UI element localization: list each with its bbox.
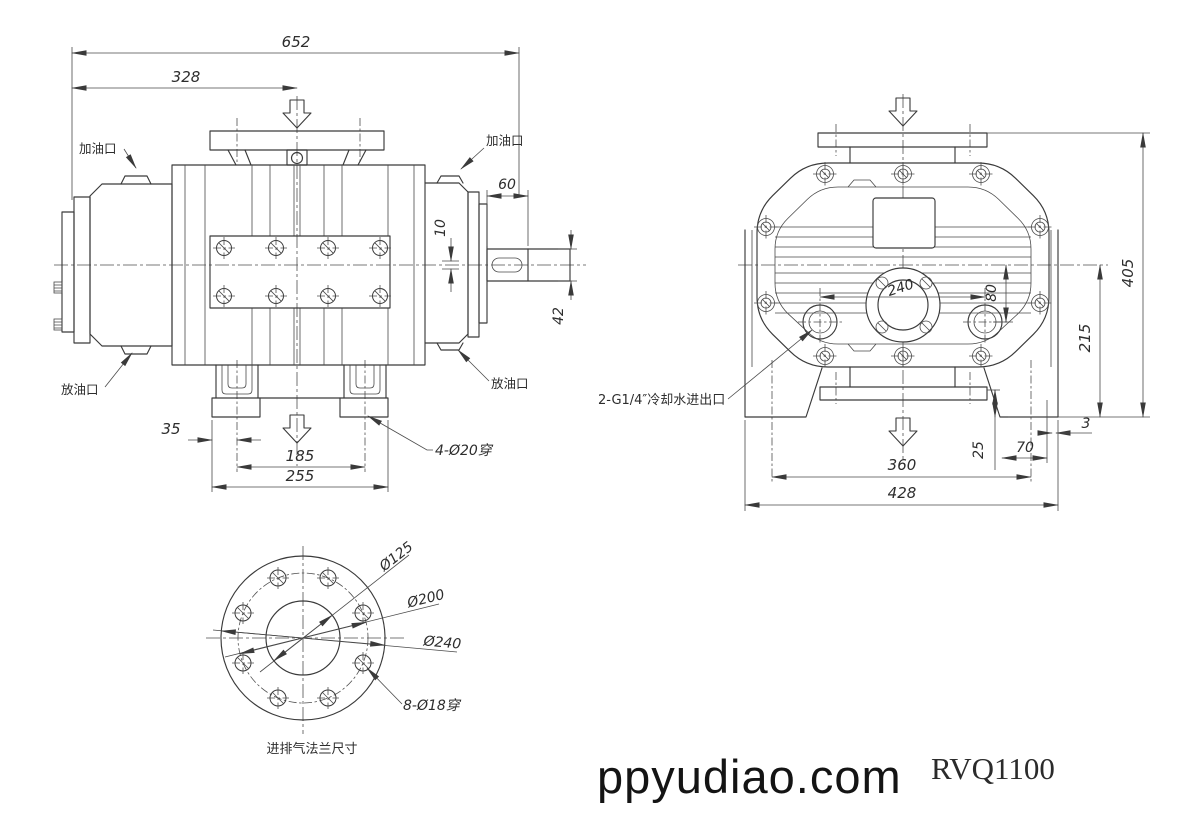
dim-base-width: 428 xyxy=(888,484,917,502)
side-view: 652 328 60 10 42 35 185 255 xyxy=(53,33,586,492)
end-view: 405 215 240 80 25 70 3 360 xyxy=(598,94,1150,511)
label-oil-fill-right: 加油口 xyxy=(486,133,524,148)
flange-view: Ø125 Ø200 Ø240 8-Ø18穿 进排气法兰尺寸 xyxy=(206,539,462,757)
dim-shaft-diameter: 42 xyxy=(551,307,567,325)
dim-bolt-circle-diameter: Ø200 xyxy=(405,587,447,612)
side-view-centerlines xyxy=(54,96,586,472)
model-number: RVQ1100 xyxy=(931,751,1055,786)
dim-bore-diameter: Ø125 xyxy=(376,539,416,576)
watermark-site: ppyudiao.com xyxy=(597,750,902,803)
flange-outer-circle xyxy=(220,555,386,721)
dim-base-offset: 25 xyxy=(971,441,987,459)
outlet-flange-end xyxy=(819,386,988,401)
end-view-casing-feet xyxy=(744,229,1150,418)
shaft-flange-bolts xyxy=(875,276,933,334)
bearing-housing-drive-end xyxy=(424,175,571,351)
label-flange-holes: 8-Ø18穿 xyxy=(403,698,462,714)
side-bolt-plate xyxy=(209,235,391,309)
inlet-flange-end xyxy=(817,132,988,164)
dim-inlet-center: 328 xyxy=(172,68,201,86)
flange-bolt-circle xyxy=(237,572,369,704)
dim-key-offset: 10 xyxy=(433,219,449,237)
dim-overall-length: 652 xyxy=(282,33,311,51)
dim-foot-hole-span: 185 xyxy=(286,447,315,465)
footer: ppyudiao.com RVQ1100 xyxy=(597,750,1055,803)
shaft-flange-end xyxy=(865,267,941,343)
side-view-dimensions: 652 328 60 10 42 35 185 255 xyxy=(71,33,577,492)
dim-foot-offset: 70 xyxy=(1016,440,1034,456)
label-oil-drain-right: 放油口 xyxy=(491,376,529,391)
end-cover xyxy=(756,162,1050,368)
flange-bore-circle xyxy=(265,600,341,676)
dim-port-span: 240 xyxy=(886,276,916,300)
dim-foot-width: 255 xyxy=(286,467,315,485)
dim-port-offset: 80 xyxy=(984,284,1000,302)
flange-view-dimensions: Ø125 Ø200 Ø240 8-Ø18穿 xyxy=(212,539,462,714)
dim-foot-span-end: 360 xyxy=(888,456,917,474)
label-oil-drain-left: 放油口 xyxy=(61,382,99,397)
gearbox-studs xyxy=(53,281,63,331)
dim-center-height: 215 xyxy=(1076,324,1094,353)
inlet-flange-side xyxy=(209,130,385,166)
dim-wall-edge: 3 xyxy=(1082,416,1091,432)
end-view-dimensions: 405 215 240 80 25 70 3 360 xyxy=(598,132,1150,511)
label-foot-holes: 4-Ø20穿 xyxy=(435,443,494,459)
flange-view-caption: 进排气法兰尺寸 xyxy=(266,741,357,757)
dim-overall-height: 405 xyxy=(1119,259,1137,288)
label-cooling-ports: 2-G1/4″冷却水进出口 xyxy=(598,393,725,408)
dim-outer-diameter: Ø240 xyxy=(422,633,462,652)
body-ribs xyxy=(251,165,389,365)
dim-foot-edge: 35 xyxy=(161,420,180,438)
shaft-keyway xyxy=(491,257,523,273)
side-view-labels: 加油口 加油口 放油口 放油口 xyxy=(61,133,529,397)
nameplate xyxy=(872,197,936,249)
dim-shaft-extension: 60 xyxy=(498,177,516,193)
side-view-feet xyxy=(211,364,389,418)
gearbox-housing xyxy=(53,175,173,355)
label-oil-fill-left: 加油口 xyxy=(79,141,117,156)
